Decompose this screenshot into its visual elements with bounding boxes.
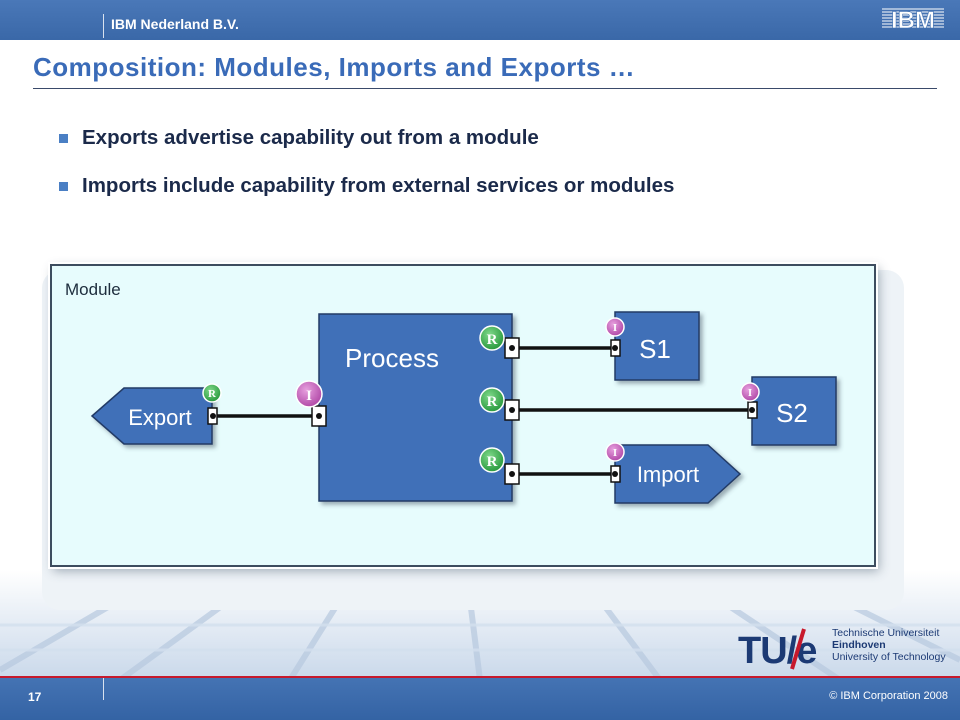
import-label: Import bbox=[637, 462, 699, 487]
square-bullet-icon bbox=[59, 182, 68, 191]
s1-label: S1 bbox=[639, 334, 671, 364]
reference-badge-text: R bbox=[487, 394, 498, 410]
bullet-text: Imports include capability from external… bbox=[82, 174, 675, 197]
interface-badge-s1: I bbox=[605, 317, 625, 337]
interface-badge-text: I bbox=[613, 447, 617, 459]
bullet-list: Exports advertise capability out from a … bbox=[56, 126, 674, 222]
interface-badge-text: I bbox=[306, 388, 312, 404]
bottom-red-line bbox=[0, 676, 960, 678]
bullet-item: Imports include capability from external… bbox=[56, 174, 674, 200]
interface-badge-text: I bbox=[748, 387, 752, 399]
tue-logo-mark: TU/e bbox=[738, 630, 816, 671]
top-divider bbox=[103, 14, 104, 38]
interface-badge-process: I bbox=[295, 380, 323, 408]
reference-badge-process-2: R bbox=[479, 387, 505, 413]
reference-badge-export: R bbox=[202, 383, 222, 403]
reference-badge-text: R bbox=[487, 332, 498, 348]
page-number: 17 bbox=[28, 690, 42, 704]
copyright: © IBM Corporation 2008 bbox=[829, 690, 948, 702]
export-label: Export bbox=[128, 405, 192, 430]
port-dots bbox=[210, 345, 755, 477]
s2-label: S2 bbox=[776, 398, 808, 428]
bullet-text: Exports advertise capability out from a … bbox=[82, 126, 539, 149]
process-label: Process bbox=[345, 343, 439, 373]
tue-line2: Eindhoven bbox=[832, 639, 886, 651]
bullet-item: Exports advertise capability out from a … bbox=[56, 126, 674, 152]
square-bullet-icon bbox=[59, 134, 68, 143]
reference-badge-process-1: R bbox=[479, 325, 505, 351]
ibm-logo: IBM bbox=[882, 7, 944, 32]
page-title: Composition: Modules, Imports and Export… bbox=[33, 52, 636, 82]
company-name: IBM Nederland B.V. bbox=[111, 16, 239, 32]
tue-line3: University of Technology bbox=[832, 651, 946, 663]
wires bbox=[216, 346, 752, 476]
s1-component bbox=[614, 311, 700, 381]
tue-text: Technische Universiteit Eindhoven Univer… bbox=[832, 627, 946, 663]
ibm-logo-text: IBM bbox=[891, 7, 935, 32]
tue-logo: TU/e bbox=[738, 628, 817, 671]
reference-badge-text: R bbox=[487, 454, 498, 470]
title-rule bbox=[33, 88, 937, 89]
interface-badge-import: I bbox=[605, 442, 625, 462]
reference-badge-process-3: R bbox=[479, 447, 505, 473]
top-bar bbox=[0, 0, 960, 40]
tue-line1: Technische Universiteit bbox=[832, 627, 940, 639]
bottom-bar bbox=[0, 676, 960, 720]
interface-badge-s2: I bbox=[740, 382, 760, 402]
bottom-divider bbox=[103, 678, 104, 700]
import-component bbox=[614, 444, 742, 504]
reference-badge-text: R bbox=[208, 388, 217, 400]
module-label: Module bbox=[65, 280, 121, 299]
interface-badge-text: I bbox=[613, 322, 617, 334]
